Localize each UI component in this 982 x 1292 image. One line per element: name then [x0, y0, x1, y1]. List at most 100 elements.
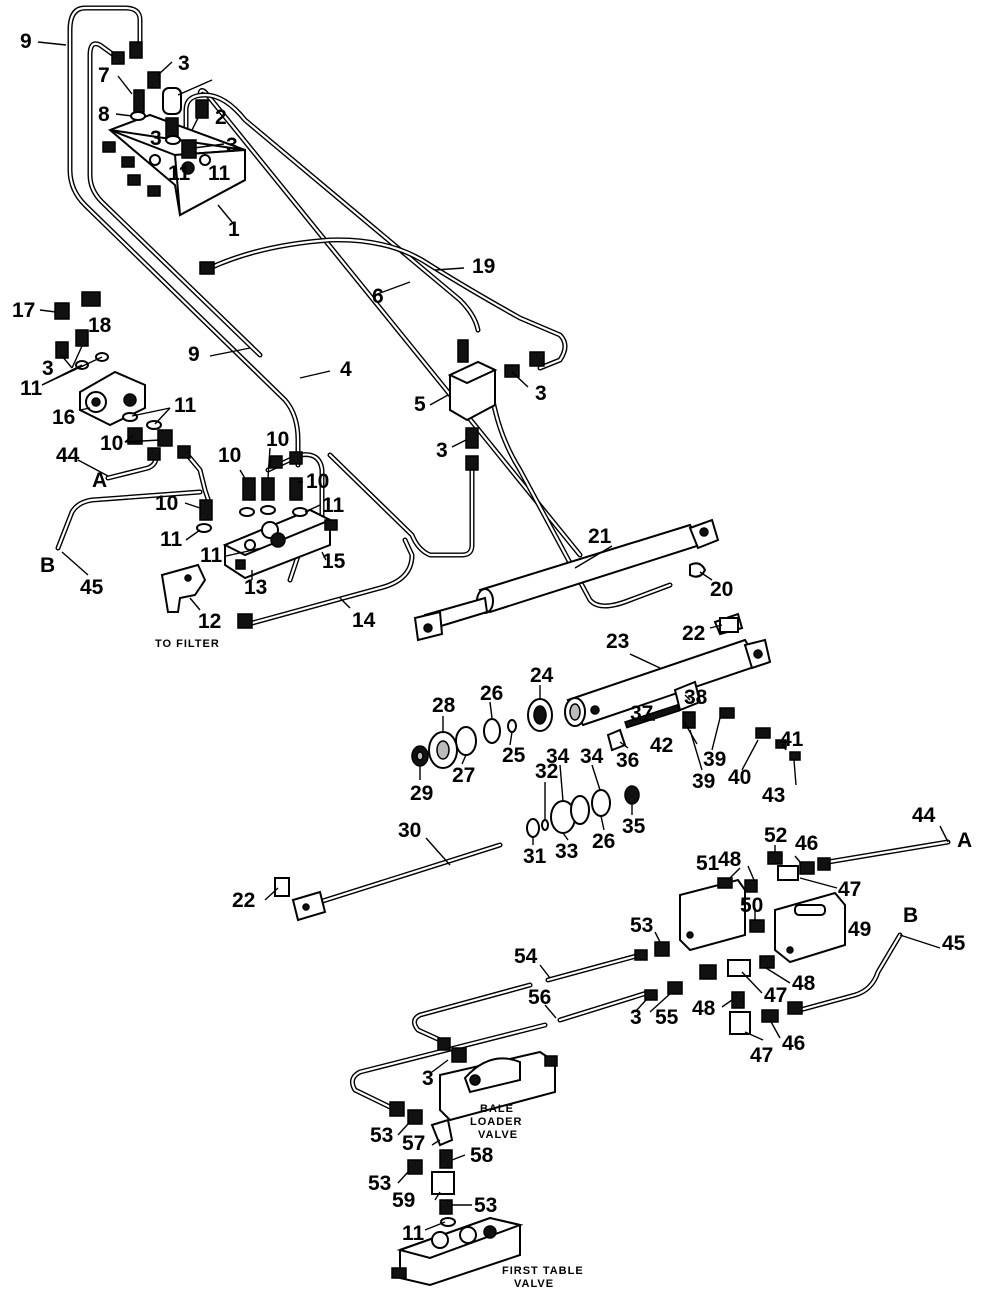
callout-54: 54 — [514, 945, 538, 968]
callout-39: 39 — [692, 770, 715, 793]
callout-labels: 1 2 3 3 3 3 3 3 3 3 4 5 6 7 8 9 9 10 10 … — [12, 30, 972, 1245]
callout-3: 3 — [226, 134, 238, 157]
callout-53: 53 — [474, 1194, 497, 1217]
callout-11: 11 — [168, 162, 191, 185]
callout-47: 47 — [838, 878, 861, 901]
first-table-valve — [391, 1216, 524, 1287]
note-bale-loader-valve-3: VALVE — [478, 1129, 518, 1141]
callout-3: 3 — [535, 382, 547, 405]
callout-6: 6 — [372, 285, 384, 308]
connector-label-a: A — [92, 469, 107, 492]
callout-11: 11 — [208, 162, 231, 185]
callout-11: 11 — [20, 377, 43, 400]
callout-46: 46 — [795, 832, 818, 855]
callout-34: 34 — [580, 745, 604, 768]
callout-15: 15 — [322, 550, 346, 573]
callout-58: 58 — [470, 1144, 494, 1167]
connector-label-a: A — [957, 829, 972, 852]
callout-36: 36 — [616, 749, 639, 772]
callout-3: 3 — [178, 52, 190, 75]
note-first-table-valve-2: VALVE — [514, 1278, 554, 1290]
callout-45: 45 — [942, 932, 966, 955]
callout-10: 10 — [155, 492, 178, 515]
callout-49: 49 — [848, 918, 871, 941]
callout-53: 53 — [368, 1172, 391, 1195]
callout-10: 10 — [266, 428, 289, 451]
callout-10: 10 — [100, 432, 123, 455]
callout-59: 59 — [392, 1189, 415, 1212]
bracket-12 — [160, 563, 253, 629]
hydraulic-lines — [55, 5, 951, 1111]
callout-52: 52 — [764, 824, 787, 847]
callout-22: 22 — [682, 622, 705, 645]
leader-lines — [37, 41, 949, 1231]
callout-56: 56 — [528, 986, 551, 1009]
callout-3: 3 — [436, 439, 448, 462]
fittings-36-43 — [606, 680, 801, 761]
callout-55: 55 — [655, 1006, 679, 1029]
callout-25: 25 — [502, 744, 526, 767]
seal-kit — [411, 698, 640, 838]
block-5 — [199, 261, 545, 471]
callout-7: 7 — [98, 64, 110, 87]
callout-53: 53 — [370, 1124, 393, 1147]
callout-30: 30 — [398, 819, 421, 842]
callout-42: 42 — [650, 734, 673, 757]
callout-3: 3 — [150, 127, 162, 150]
callout-27: 27 — [452, 764, 475, 787]
callout-26: 26 — [592, 830, 615, 853]
callout-11: 11 — [402, 1222, 425, 1245]
callout-3: 3 — [42, 357, 54, 380]
callout-37: 37 — [630, 702, 653, 725]
connector-label-b: B — [40, 554, 55, 577]
callout-19: 19 — [472, 255, 495, 278]
callout-8: 8 — [98, 103, 110, 126]
callout-41: 41 — [780, 728, 804, 751]
callout-48: 48 — [792, 972, 816, 995]
callout-32: 32 — [535, 760, 558, 783]
callout-47: 47 — [750, 1044, 773, 1067]
callout-44: 44 — [56, 444, 80, 467]
callout-11: 11 — [174, 394, 197, 417]
callout-57: 57 — [402, 1132, 425, 1155]
callout-11: 11 — [160, 528, 183, 551]
cylinder-21 — [413, 518, 720, 642]
note-bale-loader-valve-1: BALE — [480, 1103, 514, 1115]
bracket-51 — [679, 877, 758, 952]
bale-loader-valve — [389, 1050, 558, 1215]
callout-5: 5 — [414, 393, 426, 416]
callout-9: 9 — [188, 343, 200, 366]
callout-26: 26 — [480, 682, 503, 705]
callout-43: 43 — [762, 784, 785, 807]
callout-38: 38 — [684, 686, 708, 709]
callout-21: 21 — [588, 525, 612, 548]
callout-12: 12 — [198, 610, 221, 633]
callout-10: 10 — [218, 444, 241, 467]
callout-40: 40 — [728, 766, 751, 789]
tee-fittings-46-48 — [437, 851, 831, 1063]
callout-22: 22 — [232, 889, 255, 912]
callout-33: 33 — [555, 840, 578, 863]
callout-39: 39 — [703, 748, 726, 771]
note-bale-loader-valve-2: LOADER — [470, 1116, 522, 1128]
callout-20: 20 — [710, 578, 733, 601]
note-first-table-valve-1: FIRST TABLE — [502, 1265, 584, 1277]
callout-11: 11 — [322, 494, 345, 517]
callout-23: 23 — [606, 630, 629, 653]
callout-24: 24 — [530, 664, 554, 687]
callout-48: 48 — [692, 997, 716, 1020]
callout-11: 11 — [200, 544, 223, 567]
callout-14: 14 — [352, 609, 376, 632]
notes: TO FILTER BALE LOADER VALVE FIRST TABLE … — [155, 638, 584, 1290]
callout-2: 2 — [215, 106, 227, 129]
callout-44: 44 — [912, 804, 936, 827]
rod-30 — [274, 617, 739, 922]
bracket-49 — [749, 891, 846, 964]
callout-51: 51 — [696, 852, 720, 875]
callout-1: 1 — [228, 218, 240, 241]
callout-53: 53 — [630, 914, 653, 937]
callout-9: 9 — [20, 30, 32, 53]
callout-48: 48 — [718, 848, 742, 871]
callout-28: 28 — [432, 694, 456, 717]
